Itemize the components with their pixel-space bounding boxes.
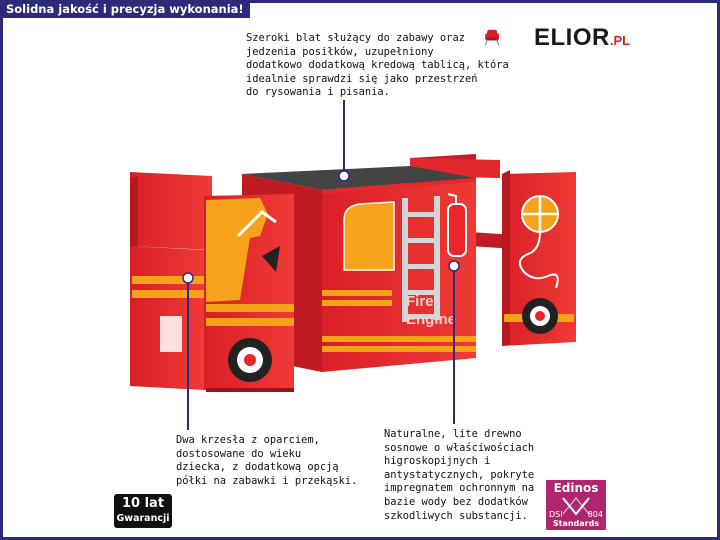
certificate-badge: Edinos DSI 804 Standards — [546, 480, 606, 530]
certificate-code1: DSI — [549, 510, 563, 519]
callout-dot-top — [338, 170, 350, 182]
quality-banner: Solidna jakość i precyzja wykonania! — [0, 0, 250, 18]
callout-dot-left — [182, 272, 194, 284]
brand-suffix: .PL — [609, 33, 631, 48]
callout-wood: Naturalne, lite drewno sosnowe o właściw… — [384, 428, 535, 522]
fire-text: Fire — [406, 293, 434, 310]
callout-chairs: Dwa krzesła z oparciem, dostosowane do w… — [176, 434, 358, 487]
armchair-icon — [484, 29, 500, 46]
certificate-code2: 804 — [587, 510, 603, 519]
warranty-years: 10 lat — [121, 496, 165, 511]
certificate-name: Edinos — [553, 481, 599, 495]
certificate-check-icon — [562, 497, 590, 516]
callout-tabletop: Szeroki blat służący do zabawy oraz jedz… — [246, 32, 509, 99]
warranty-badge: 10 lat Gwarancji — [114, 494, 172, 528]
left-bench — [130, 172, 294, 392]
brand-name: ELIOR — [534, 24, 610, 51]
callout-dot-right — [448, 260, 460, 272]
engine-text: Engine — [406, 311, 456, 328]
brand-logo[interactable]: ELIOR.PL — [534, 24, 630, 52]
certificate-label: Standards — [552, 519, 600, 528]
warranty-label: Gwarancji — [116, 513, 170, 524]
